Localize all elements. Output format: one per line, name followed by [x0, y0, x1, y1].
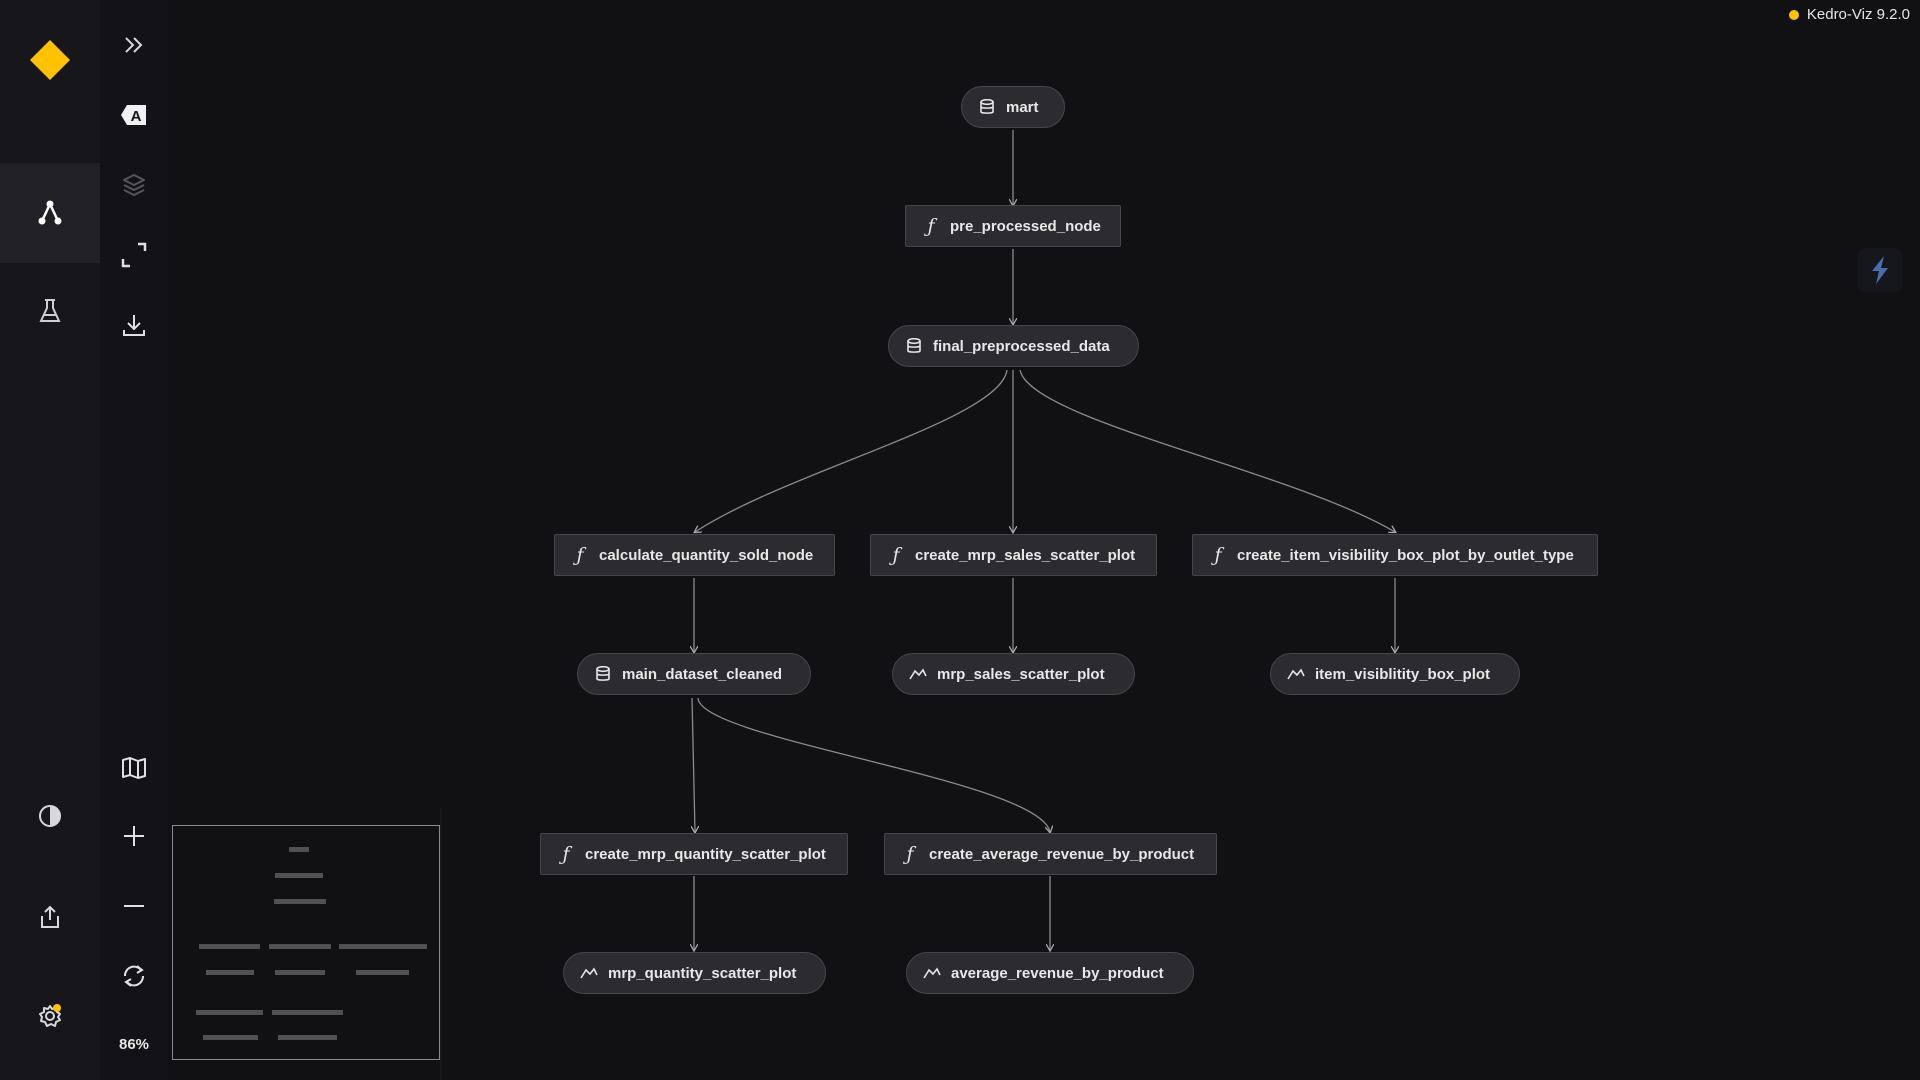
- labels-toggle-icon: A: [121, 105, 146, 125]
- node-label: mrp_sales_scatter_plot: [937, 665, 1105, 683]
- function-icon: ƒ: [576, 544, 584, 566]
- edge: [697, 697, 1050, 832]
- plot-icon: [923, 964, 941, 982]
- task-node-create-mrp-quantity-scatter-plot[interactable]: ƒ create_mrp_quantity_scatter_plot: [540, 833, 848, 875]
- minimap-node: [278, 1035, 337, 1040]
- minimap-node: [339, 944, 427, 949]
- minimap-node: [272, 1010, 343, 1015]
- export-button[interactable]: [0, 867, 100, 967]
- minimap-node: [289, 847, 309, 852]
- node-label: mart: [1006, 98, 1039, 116]
- node-label: main_dataset_cleaned: [622, 665, 783, 683]
- node-label: create_mrp_sales_scatter_plot: [915, 546, 1136, 564]
- reset-view-button[interactable]: [100, 946, 168, 1006]
- zoom-in-icon: [124, 826, 144, 846]
- theme-toggle-button[interactable]: [0, 766, 100, 866]
- node-label: pre_processed_node: [950, 217, 1101, 235]
- dataset-node-mrp-sales-scatter-plot[interactable]: mrp_sales_scatter_plot: [892, 653, 1135, 695]
- minimap-divider: [440, 808, 442, 1080]
- minimap-node: [199, 944, 260, 949]
- dataset-node-mrp-quantity-scatter-plot[interactable]: mrp_quantity_scatter_plot: [563, 952, 826, 994]
- reset-view-icon: [123, 965, 145, 987]
- function-icon: ƒ: [1214, 544, 1222, 566]
- zoom-in-button[interactable]: [100, 806, 168, 866]
- nav-experiment-tracking-button[interactable]: [0, 261, 100, 361]
- labels-toggle-button[interactable]: A: [100, 85, 168, 145]
- minimap-node: [275, 970, 325, 975]
- metadata-panel-tab[interactable]: [1858, 248, 1902, 292]
- minimap[interactable]: [172, 825, 440, 1060]
- expand-sidebar-button[interactable]: [100, 15, 168, 75]
- layers-icon: [123, 174, 145, 196]
- node-label: calculate_quantity_sold_node: [599, 546, 814, 564]
- kedro-logo-icon: [30, 40, 70, 80]
- download-button[interactable]: [100, 295, 168, 355]
- settings-button[interactable]: [0, 966, 100, 1066]
- edge: [692, 697, 695, 832]
- node-label: mrp_quantity_scatter_plot: [608, 964, 797, 982]
- function-icon: ƒ: [892, 544, 900, 566]
- export-icon: [41, 905, 59, 928]
- fullscreen-icon: [121, 242, 147, 268]
- download-icon: [123, 315, 145, 336]
- settings-icon: [39, 1004, 61, 1027]
- task-node-create-average-revenue-by-product[interactable]: ƒ create_average_revenue_by_product: [884, 833, 1217, 875]
- node-label: create_item_visibility_box_plot_by_outle…: [1237, 546, 1574, 564]
- minimap-node: [274, 899, 326, 904]
- minimap-node: [275, 873, 323, 878]
- fullscreen-button[interactable]: [100, 225, 168, 285]
- minimap-node: [206, 970, 254, 975]
- version-label: Kedro-Viz 9.2.0: [1806, 6, 1910, 23]
- node-label: create_average_revenue_by_product: [929, 845, 1195, 863]
- dataset-node-main-dataset-cleaned[interactable]: main_dataset_cleaned: [577, 653, 811, 695]
- plot-icon: [1287, 665, 1305, 683]
- task-node-pre-processed-node[interactable]: ƒ pre_processed_node: [905, 205, 1121, 247]
- function-icon: ƒ: [562, 843, 570, 865]
- zoom-out-icon: [124, 905, 144, 907]
- database-icon: [905, 337, 923, 355]
- layers-toggle-button[interactable]: [100, 155, 168, 215]
- minimap-icon: [122, 757, 146, 779]
- plot-icon: [909, 665, 927, 683]
- minimap-node: [356, 970, 409, 975]
- dataset-node-item-visiblitity-box-plot[interactable]: item_visiblitity_box_plot: [1270, 653, 1520, 695]
- minimap-toggle-button[interactable]: [100, 738, 168, 798]
- minimap-node: [196, 1010, 263, 1015]
- plot-icon: [580, 964, 598, 982]
- edge: [695, 369, 1008, 532]
- expand-chevrons-icon: [125, 37, 143, 53]
- svg-text:A: A: [131, 108, 142, 125]
- task-node-create-mrp-sales-scatter-plot[interactable]: ƒ create_mrp_sales_scatter_plot: [870, 534, 1157, 576]
- dataset-node-average-revenue-by-product[interactable]: average_revenue_by_product: [906, 952, 1194, 994]
- node-label: create_mrp_quantity_scatter_plot: [585, 845, 826, 863]
- function-icon: ƒ: [906, 843, 914, 865]
- node-label: final_preprocessed_data: [933, 337, 1110, 355]
- edge: [1019, 369, 1395, 532]
- node-label: item_visiblitity_box_plot: [1315, 665, 1491, 683]
- minimap-node: [269, 944, 331, 949]
- zoom-out-button[interactable]: [100, 876, 168, 936]
- theme-toggle-icon: [39, 805, 61, 827]
- database-icon: [594, 665, 612, 683]
- task-node-calculate-quantity-sold-node[interactable]: ƒ calculate_quantity_sold_node: [554, 534, 835, 576]
- toolbar: [100, 0, 168, 1080]
- database-icon: [978, 98, 996, 116]
- lightning-bolt-icon: [1872, 256, 1888, 284]
- version-badge[interactable]: Kedro-Viz 9.2.0: [1788, 6, 1910, 23]
- dataset-node-final-preprocessed-data[interactable]: final_preprocessed_data: [888, 325, 1139, 367]
- experiment-flask-icon: [39, 299, 61, 322]
- task-node-create-item-visibility-box-plot-by-outlet-type[interactable]: ƒ create_item_visibility_box_plot_by_out…: [1192, 534, 1598, 576]
- zoom-level-readout: 86%: [118, 1036, 150, 1053]
- minimap-node: [203, 1035, 258, 1040]
- dataset-node-mart[interactable]: mart: [961, 86, 1065, 128]
- version-status-dot: [1788, 9, 1799, 20]
- nav-flowchart-button[interactable]: [0, 163, 100, 263]
- function-icon: ƒ: [927, 215, 935, 237]
- node-label: average_revenue_by_product: [951, 964, 1164, 982]
- flowchart-icon: [38, 200, 62, 225]
- kedro-logo[interactable]: [0, 10, 100, 110]
